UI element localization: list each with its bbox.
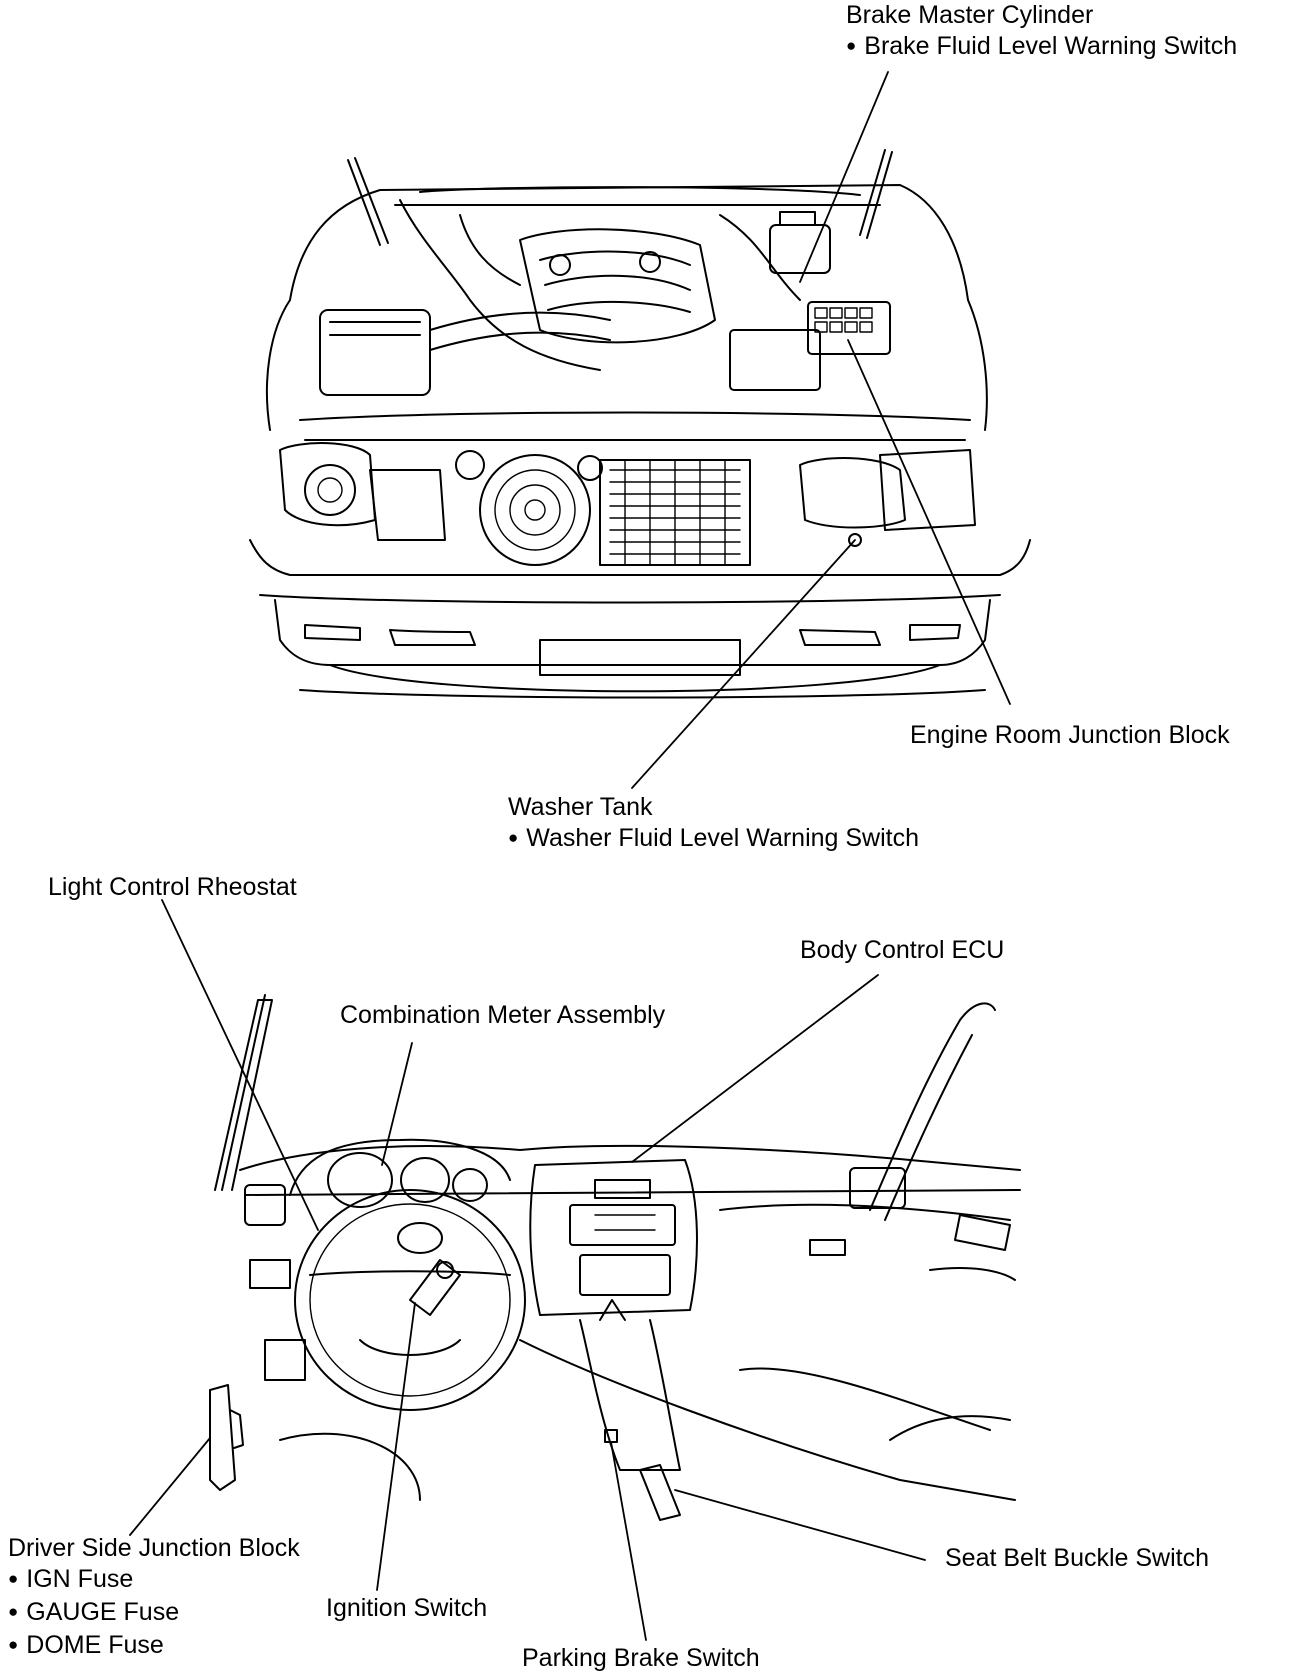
washer-tank-label: Washer Tank Washer Fluid Level Warning S… (508, 792, 919, 856)
washer-tank-title: Washer Tank (508, 793, 653, 821)
brake-master-cylinder-title: Brake Master Cylinder (846, 1, 1094, 29)
leader-parking-brake-switch (610, 1441, 647, 1641)
driver-side-junction-block-label: Driver Side Junction Block IGN Fuse GAUG… (8, 1533, 300, 1663)
ign-fuse-item: IGN Fuse (8, 1564, 300, 1597)
leader-light-control-rheostat (161, 899, 319, 1231)
leader-body-control-ecu (631, 974, 879, 1163)
seat-belt-buckle-switch-label: Seat Belt Buckle Switch (945, 1543, 1209, 1574)
brake-master-cylinder-label: Brake Master Cylinder Brake Fluid Level … (846, 0, 1237, 64)
parking-brake-switch-title: Parking Brake Switch (522, 1644, 760, 1672)
light-control-rheostat-label: Light Control Rheostat (48, 872, 297, 903)
engine-bay-illustration (249, 149, 1031, 699)
ignition-switch-label: Ignition Switch (326, 1593, 487, 1624)
engine-room-junction-block-title: Engine Room Junction Block (910, 721, 1230, 749)
brake-fluid-level-warning-switch-item: Brake Fluid Level Warning Switch (846, 31, 1237, 64)
combination-meter-assembly-label: Combination Meter Assembly (340, 1000, 665, 1031)
leader-washer-tank (631, 539, 856, 789)
leader-seat-belt-buckle-switch (674, 1489, 926, 1561)
parking-brake-switch-label: Parking Brake Switch (522, 1643, 760, 1674)
combination-meter-assembly-title: Combination Meter Assembly (340, 1001, 666, 1029)
ignition-switch-title: Ignition Switch (326, 1594, 488, 1622)
cabin-illustration (209, 994, 1021, 1521)
leader-ignition-switch (376, 1302, 416, 1591)
dome-fuse-item: DOME Fuse (8, 1630, 300, 1663)
leader-lines (129, 71, 1011, 1641)
engine-room-junction-block-label: Engine Room Junction Block (910, 720, 1230, 751)
body-control-ecu-title: Body Control ECU (800, 936, 1005, 964)
leader-brake-master-cylinder (799, 71, 889, 283)
seat-belt-buckle-switch-title: Seat Belt Buckle Switch (945, 1544, 1210, 1572)
leader-combination-meter (381, 1042, 413, 1166)
leader-driver-side-junction-block (129, 1437, 211, 1536)
leader-engine-room-junction-block (847, 339, 1011, 705)
washer-fluid-level-warning-switch-item: Washer Fluid Level Warning Switch (508, 823, 919, 856)
driver-side-junction-block-title: Driver Side Junction Block (8, 1534, 300, 1562)
gauge-fuse-item: GAUGE Fuse (8, 1597, 300, 1630)
light-control-rheostat-title: Light Control Rheostat (48, 873, 297, 901)
body-control-ecu-label: Body Control ECU (800, 935, 1004, 966)
